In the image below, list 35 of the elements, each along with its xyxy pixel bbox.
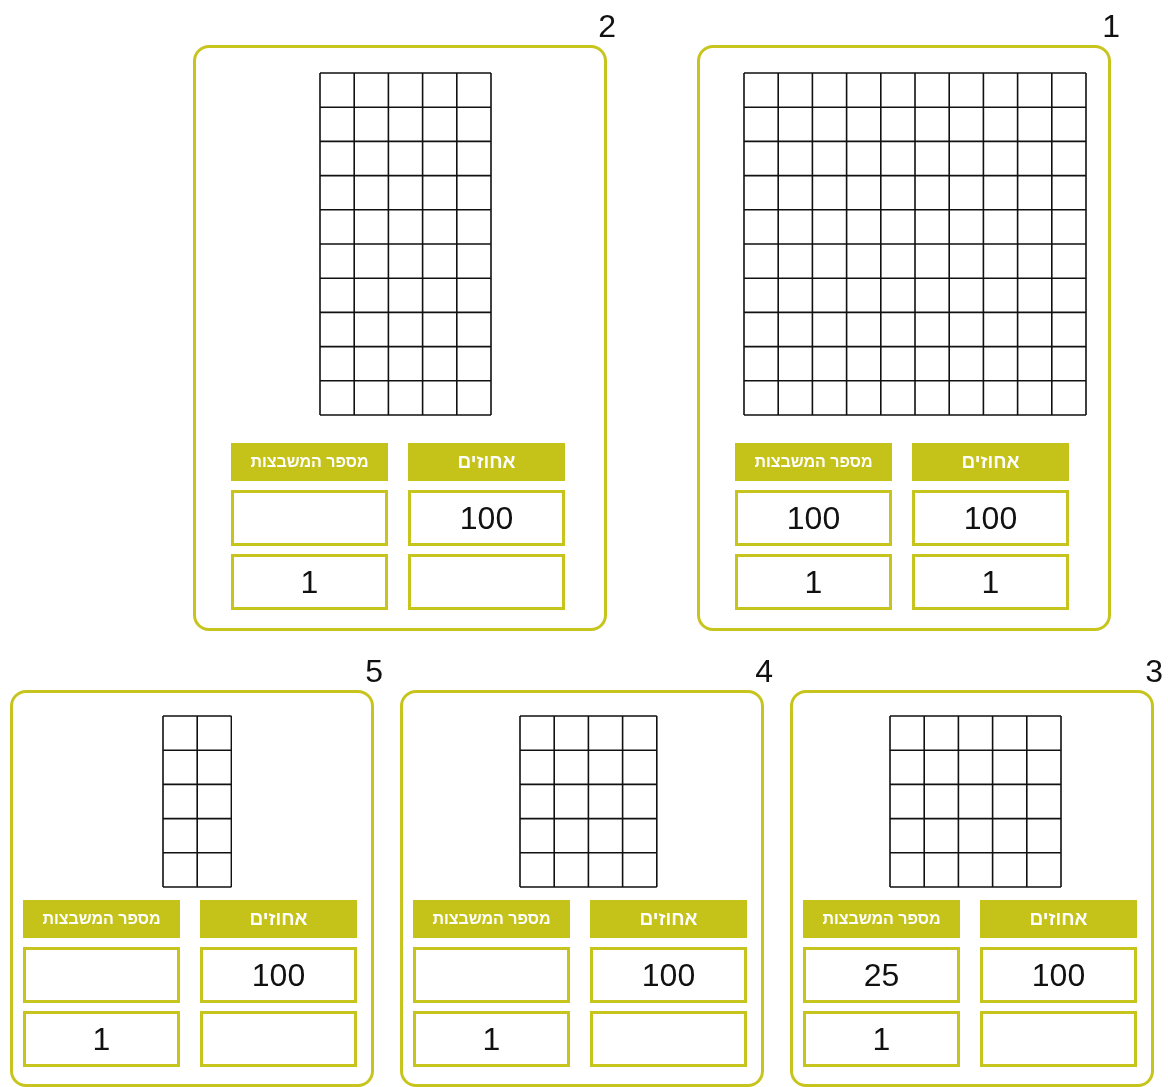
card-number: 2: [598, 8, 616, 44]
card-number: 3: [1145, 653, 1163, 689]
column-header: מספר המשבצות: [803, 900, 960, 938]
table-cell: 1: [735, 554, 892, 610]
table-cell: 25: [803, 947, 960, 1003]
empty-answer-box: [408, 554, 565, 610]
column-header: מספר המשבצות: [231, 443, 388, 481]
empty-answer-box: [413, 947, 570, 1003]
table-cell: 1: [231, 554, 388, 610]
empty-answer-box: [231, 490, 388, 546]
column-header: מספר המשבצות: [735, 443, 892, 481]
card-number: 1: [1102, 8, 1120, 44]
column-header: אחוזים: [408, 443, 565, 481]
column-header: מספר המשבצות: [23, 900, 180, 938]
table-cell: 100: [912, 490, 1069, 546]
table-cell: 100: [590, 947, 747, 1003]
table-cell: 1: [803, 1011, 960, 1067]
card-number: 4: [755, 653, 773, 689]
card-number: 5: [365, 653, 383, 689]
table-cell: 100: [408, 490, 565, 546]
column-header: מספר המשבצות: [413, 900, 570, 938]
column-header: אחוזים: [912, 443, 1069, 481]
empty-answer-box: [23, 947, 180, 1003]
table-cell: 100: [980, 947, 1137, 1003]
empty-answer-box: [980, 1011, 1137, 1067]
table-cell: 1: [413, 1011, 570, 1067]
table-cell: 1: [912, 554, 1069, 610]
empty-answer-box: [200, 1011, 357, 1067]
column-header: אחוזים: [980, 900, 1137, 938]
table-cell: 100: [735, 490, 892, 546]
table-cell: 1: [23, 1011, 180, 1067]
column-header: אחוזים: [200, 900, 357, 938]
table-cell: 100: [200, 947, 357, 1003]
column-header: אחוזים: [590, 900, 747, 938]
empty-answer-box: [590, 1011, 747, 1067]
